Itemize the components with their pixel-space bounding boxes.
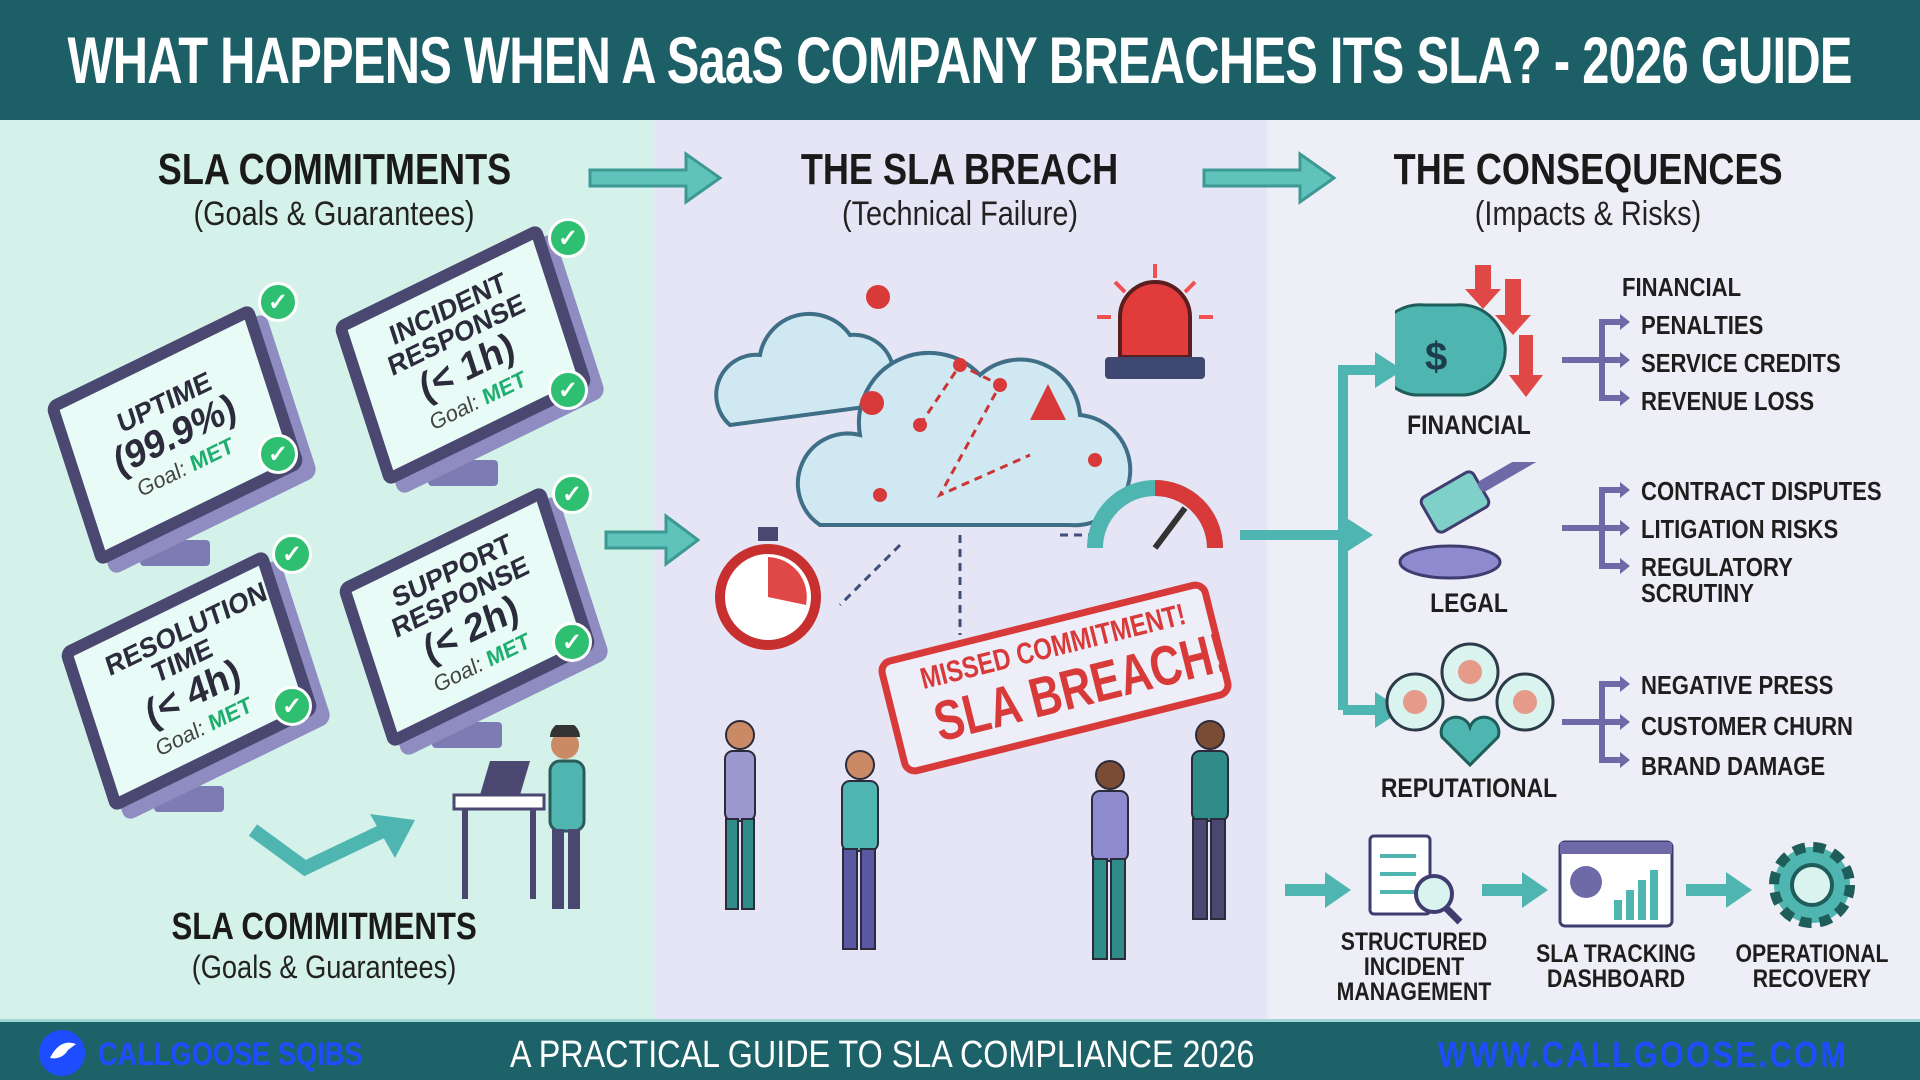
svg-text:$: $ (1425, 335, 1447, 379)
check-icon: ✓ (258, 434, 298, 474)
people-illustration (724, 720, 1229, 960)
money-bags-icon: $ (1395, 265, 1543, 397)
financial-label: FINANCIAL (1407, 410, 1531, 440)
dashboard-icon (1558, 840, 1674, 928)
bracket-arrows-icon (1562, 676, 1630, 768)
checklist-magnifier-icon (1368, 834, 1463, 925)
arrow-right-icon (604, 513, 700, 567)
flow-step-operational-recovery: OPERATIONAL RECOVERY (1735, 940, 1889, 993)
footer-bar: CALLGOOSE SQIBS A PRACTICAL GUIDE TO SLA… (0, 1019, 1920, 1080)
check-icon: ✓ (552, 474, 592, 514)
financial-heading: FINANCIAL (1622, 272, 1742, 302)
flow-step-incident-management: STRUCTURED INCIDENT MANAGEMENT (1336, 928, 1492, 1006)
error-icon (860, 391, 884, 415)
gauge-icon (1087, 480, 1223, 550)
check-icon: ✓ (548, 370, 588, 410)
arrow-right-icon (1482, 872, 1548, 908)
reputational-item: CUSTOMER CHURN (1641, 711, 1854, 741)
breach-title: THE SLA BREACH (801, 145, 1119, 194)
breach-subtitle: (Technical Failure) (841, 195, 1079, 233)
footer-tagline: A PRACTICAL GUIDE TO SLA COMPLIANCE 2026 (510, 1034, 1255, 1076)
callgoose-logo-icon (39, 1030, 85, 1076)
legal-item: REGULATORY SCRUTINY (1641, 552, 1793, 608)
arrow-right-icon (1686, 872, 1752, 908)
curved-arrow-icon (248, 814, 415, 877)
warning-icon (1030, 384, 1066, 420)
header-banner: WHAT HAPPENS WHEN A SaaS COMPANY BREACHE… (0, 0, 1920, 120)
arrow-right-icon (1285, 872, 1351, 908)
monitor-incident-response: INCIDENT RESPONSE(< 1h)Goal: MET (333, 222, 593, 488)
page-title: WHAT HAPPENS WHEN A SaaS COMPANY BREACHE… (67, 23, 1853, 97)
commitments-title: SLA COMMITMENTS (157, 145, 511, 194)
consequences-subtitle: (Impacts & Risks) (1474, 195, 1702, 233)
commitments-bottom-subtitle: (Goals & Guarantees) (191, 949, 457, 985)
arrow-right-icon (1202, 151, 1337, 205)
consequences-title: THE CONSEQUENCES (1393, 145, 1783, 194)
financial-item: REVENUE LOSS (1641, 386, 1815, 416)
check-icon: ✓ (258, 282, 298, 322)
financial-item: PENALTIES (1641, 310, 1764, 340)
monitor-support-response: SUPPORT RESPONSE(< 2h)Goal: MET (337, 484, 597, 750)
check-icon: ✓ (272, 534, 312, 574)
check-icon: ✓ (548, 218, 588, 258)
gavel-icon (1398, 462, 1542, 580)
commitments-heading: SLA COMMITMENTS (Goals & Guarantees) (34, 145, 634, 234)
commitments-bottom-heading: SLA COMMITMENTS (Goals & Guarantees) (24, 906, 624, 986)
monitor-uptime: UPTIME(99.9%)Goal: MET (45, 302, 305, 568)
check-icon: ✓ (552, 622, 592, 662)
flow-step-sla-dashboard: SLA TRACKING DASHBOARD (1536, 940, 1696, 993)
worker-at-desk-illustration (452, 725, 586, 909)
financial-item: SERVICE CREDITS (1641, 348, 1841, 378)
legal-item: CONTRACT DISPUTES (1641, 476, 1882, 506)
consequences-heading: THE CONSEQUENCES (Impacts & Risks) (1288, 145, 1888, 234)
reputational-item: NEGATIVE PRESS (1641, 670, 1834, 700)
arrow-right-icon (588, 151, 723, 205)
breach-heading: THE SLA BREACH (Technical Failure) (660, 145, 1260, 234)
bracket-arrows-icon (1562, 314, 1630, 406)
footer-url-link[interactable]: WWW.CALLGOOSE.COM (1438, 1034, 1849, 1075)
alarm-siren-icon (1097, 264, 1213, 379)
check-icon: ✓ (272, 686, 312, 726)
error-icon (866, 285, 890, 309)
cloud-network-illustration (714, 285, 1133, 635)
gear-recovery-icon (1769, 842, 1855, 928)
legal-label: LEGAL (1430, 588, 1508, 618)
reputational-item: BRAND DAMAGE (1641, 751, 1826, 781)
reputational-label: REPUTATIONAL (1380, 773, 1558, 803)
broken-heart-icon (1439, 715, 1501, 768)
monitor-resolution-time: RESOLUTION TIME(< 4h)Goal: MET (59, 548, 319, 814)
customers-icon (1385, 642, 1555, 768)
stopwatch-icon (715, 527, 821, 650)
legal-item: LITIGATION RISKS (1641, 514, 1839, 544)
bracket-arrows-icon (1562, 482, 1630, 574)
footer-brand: CALLGOOSE SQIBS (98, 1036, 363, 1072)
commitments-bottom-title: SLA COMMITMENTS (171, 906, 477, 948)
commitments-subtitle: (Goals & Guarantees) (193, 195, 475, 233)
